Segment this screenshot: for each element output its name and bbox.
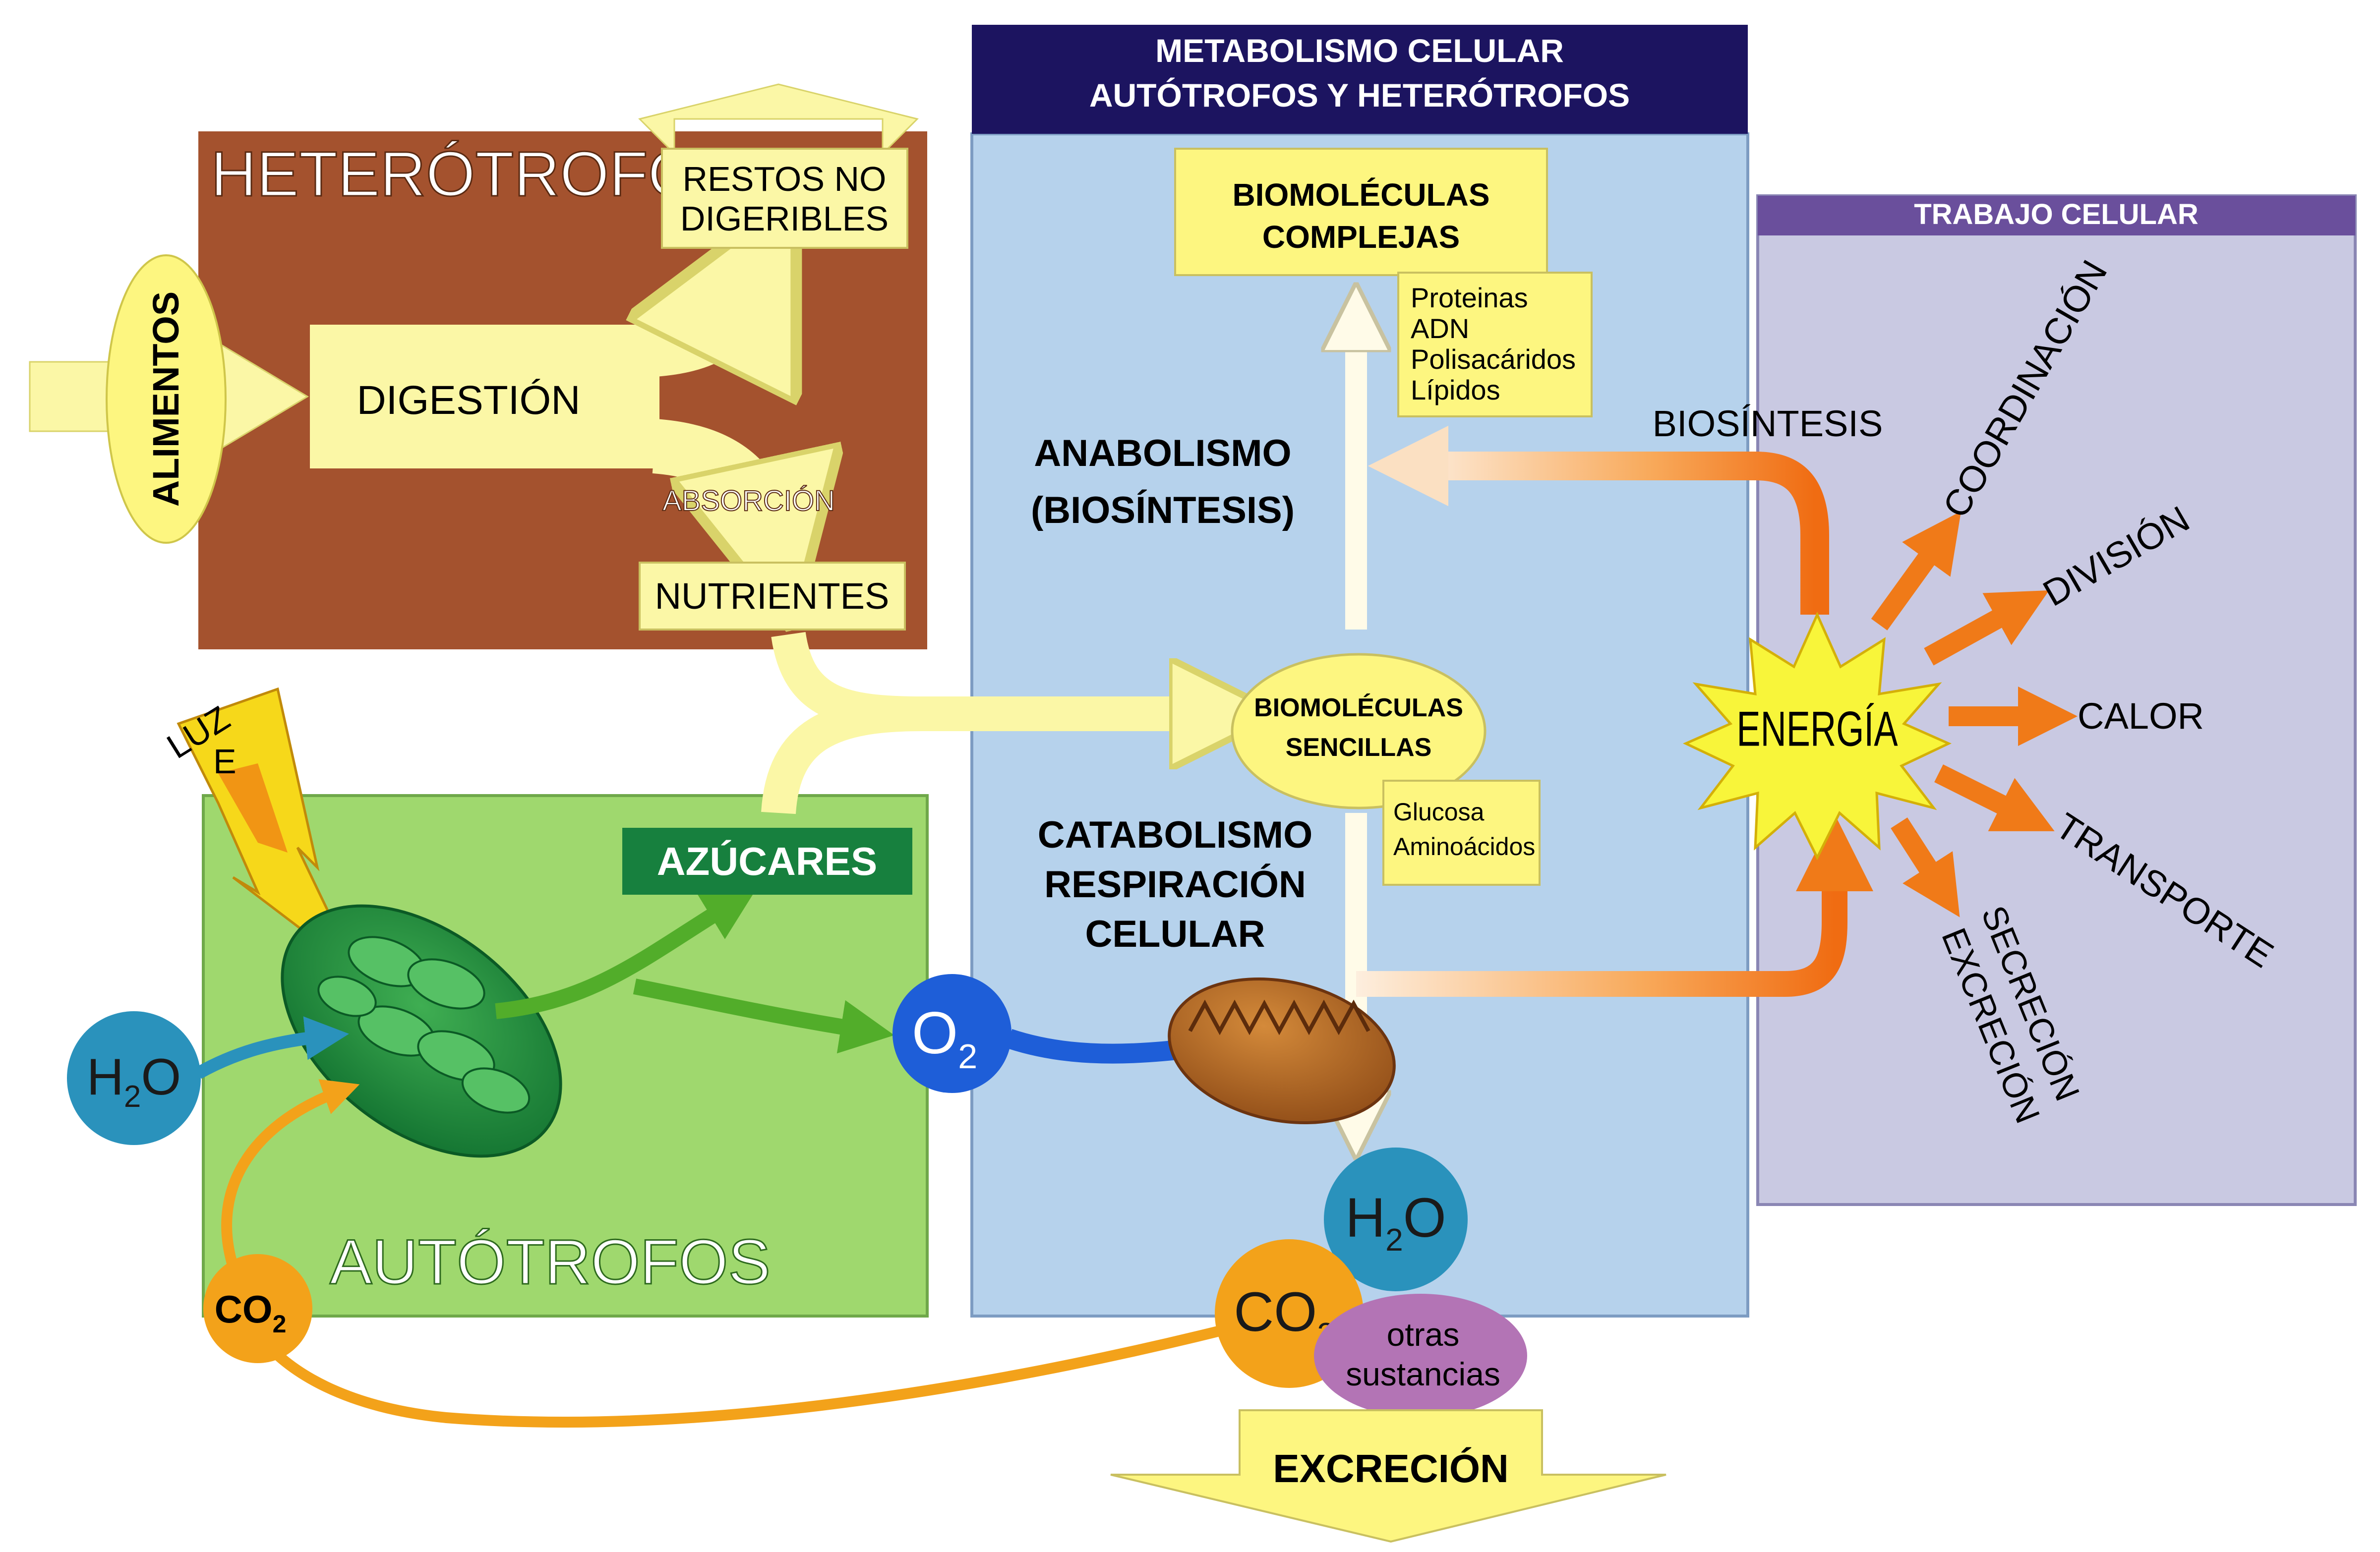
mitochondria	[1168, 977, 1396, 1125]
otras-line2: sustancias	[1346, 1356, 1500, 1392]
sencillas-line2: SENCILLAS	[1286, 733, 1432, 762]
complejas-example-2: ADN	[1411, 313, 1469, 344]
azucares-to-sencillas-flow	[761, 696, 923, 814]
complejas-line2: COMPLEJAS	[1262, 219, 1460, 255]
co2-return-flow	[253, 1323, 1231, 1428]
complejas-example-3: Polisacáridos	[1411, 344, 1576, 375]
biosintesis-label: BIOSÍNTESIS	[1653, 403, 1883, 444]
sencillas-line1: BIOMOLÉCULAS	[1254, 693, 1463, 722]
digestion-box	[310, 325, 659, 468]
anabolismo-line2: (BIOSÍNTESIS)	[1031, 489, 1295, 531]
trabajo-header	[1758, 196, 2355, 235]
excrecion-arrow	[1110, 1409, 1666, 1543]
absorcion-label: ABSORCIÓN	[662, 485, 835, 517]
o2-label: O2	[912, 1000, 977, 1076]
azucares-box	[622, 828, 912, 895]
co2-input-label: CO2	[215, 1287, 287, 1338]
trabajo-title: TRABAJO CELULAR	[1914, 198, 2199, 230]
header-line1: METABOLISMO CELULAR	[1155, 32, 1564, 69]
nutrientes-label: NUTRIENTES	[655, 575, 890, 617]
complejas-examples-box	[1397, 272, 1593, 417]
catabolismo-line2: RESPIRACIÓN	[1044, 863, 1306, 906]
restos-up-arrow	[638, 83, 919, 156]
sencillas-examples-box	[1382, 780, 1541, 886]
complejas-example-1: Proteinas	[1411, 282, 1528, 313]
h2o-output-label: H2O	[1345, 1187, 1446, 1258]
biosintesis-arrow	[1368, 425, 1829, 615]
alimentos-label: ALIMENTOS	[145, 291, 186, 507]
excrecion-label: EXCRECIÓN	[1273, 1446, 1509, 1491]
autotrofos-title: AUTÓTROFOS	[330, 1227, 771, 1298]
alimentos-ellipse	[106, 254, 227, 544]
chloroplast-to-azucares-arrow	[495, 888, 757, 1019]
digestion-to-restos-flow	[654, 278, 754, 347]
digestion-label: DIGESTIÓN	[357, 378, 580, 423]
h2o-output-circle	[1324, 1148, 1468, 1291]
digestion-to-nutrientes-flow	[652, 419, 774, 545]
energia-burst	[1683, 611, 1952, 861]
header-line2: AUTÓTROFOS Y HETERÓTROFOS	[1089, 77, 1630, 114]
energy-output-arrows	[1871, 511, 2078, 918]
restos-line1: RESTOS NO	[682, 160, 886, 198]
metabolismo-header	[972, 25, 1748, 134]
mitochondria-cristae	[1188, 999, 1370, 1035]
chloroplast-thylakoids	[317, 936, 531, 1114]
chloroplast-to-o2-arrow	[633, 978, 894, 1054]
nutrientes-box	[639, 562, 906, 631]
h2o-to-chloroplast-arrow	[195, 1016, 349, 1079]
heterotrofos-title: HETERÓTROFOS	[211, 139, 740, 210]
output-calor: CALOR	[2078, 695, 2204, 737]
complejas-line1: BIOMOLÉCULAS	[1232, 177, 1489, 213]
otras-sustancias-ellipse	[1314, 1294, 1527, 1418]
anabolismo-line1: ANABOLISMO	[1034, 432, 1291, 474]
otras-line1: otras	[1387, 1316, 1460, 1353]
light-bolt-shade	[218, 763, 288, 853]
restos-box	[661, 148, 908, 249]
restos-line2: DIGERIBLES	[680, 199, 889, 238]
catabolismo-to-energia-arrow	[1356, 814, 1873, 997]
o2-circle	[892, 974, 1012, 1093]
h2o-input-circle	[67, 1011, 201, 1145]
co2-input-circle	[203, 1254, 312, 1363]
co2-to-chloroplast-arrow	[221, 1079, 360, 1268]
sencillas-example-1: Glucosa	[1393, 798, 1485, 826]
complejas-box	[1174, 148, 1548, 276]
sencillas-ellipse	[1231, 653, 1487, 809]
h2o-input-label: H2O	[87, 1048, 181, 1114]
azucares-label: AZÚCARES	[657, 839, 877, 883]
e-label: E	[213, 742, 237, 781]
sencillas-example-2: Aminoácidos	[1393, 833, 1535, 861]
catabolismo-line3: CELULAR	[1085, 913, 1265, 955]
catabolismo-line1: CATABOLISMO	[1038, 814, 1312, 856]
complejas-example-4: Lípidos	[1411, 374, 1500, 405]
energia-label: ENERGÍA	[1736, 701, 1898, 756]
